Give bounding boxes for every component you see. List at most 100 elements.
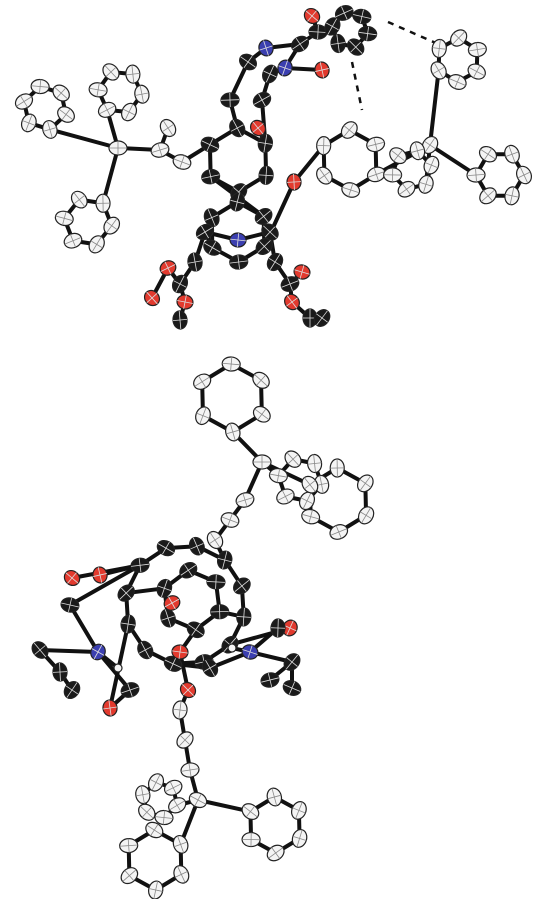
carbon-atom: [260, 672, 280, 688]
nitrogen-atom: [277, 59, 293, 77]
phenyl-carbon-atom: [291, 828, 308, 848]
phenyl-carbon-atom: [431, 38, 447, 59]
phenyl-carbon-atom: [316, 136, 332, 156]
phenyl-carbon-atom: [467, 41, 487, 58]
carbon-atom: [130, 557, 150, 573]
carbon-atom: [171, 274, 189, 294]
carbon-atom: [186, 621, 205, 639]
phenyl-carbon-atom: [241, 831, 261, 848]
phenyl-carbon-atom: [316, 166, 333, 185]
phenyl-carbon-atom: [119, 838, 139, 854]
phenyl-carbon-atom: [195, 406, 211, 426]
oxygen-atom: [92, 566, 108, 584]
carbon-atom: [257, 133, 273, 153]
phenyl-carbon-atom: [206, 530, 224, 550]
phenyl-carbon-atom: [30, 78, 50, 95]
top-hydrogen-bond-contact: [350, 61, 364, 111]
phenyl-carbon-atom: [95, 193, 111, 213]
phenyl-carbon-atom: [450, 29, 468, 47]
phenyl-carbon-atom: [193, 373, 212, 390]
oxygen-atom: [63, 569, 81, 587]
phenyl-carbon-atom: [150, 142, 170, 158]
oxygen-atom: [249, 119, 267, 137]
phenyl-carbon-atom: [306, 453, 323, 474]
phenyl-carbon-atom: [125, 64, 141, 84]
phenyl-carbon-atom: [516, 165, 532, 185]
carbon-atom: [330, 33, 346, 54]
phenyl-carbon-atom: [88, 235, 105, 254]
top-hydrogen-bond-contact: [387, 20, 439, 46]
bottom-bond: [68, 603, 100, 654]
carbon-atom: [60, 597, 80, 613]
carbon-atom: [290, 35, 310, 53]
phenyl-carbon-atom: [188, 791, 208, 809]
phenyl-carbon-atom: [252, 405, 271, 423]
top-molecule-panel: [14, 4, 532, 330]
phenyl-carbon-atom: [266, 787, 283, 807]
top-bond: [47, 127, 120, 150]
carbon-atom: [255, 237, 274, 256]
phenyl-carbon-atom: [102, 63, 120, 81]
phenyl-carbon-atom: [52, 84, 70, 102]
carbon-atom: [120, 614, 136, 634]
oxygen-atom: [293, 264, 311, 280]
phenyl-carbon-atom: [409, 141, 426, 161]
carbon-atom: [282, 680, 302, 696]
phenyl-carbon-atom: [357, 506, 375, 525]
oxygen-atom: [284, 293, 300, 311]
phenyl-carbon-atom: [423, 155, 440, 175]
hydrogen-atom: [227, 643, 237, 653]
carbon-atom: [262, 64, 278, 84]
phenyl-carbon-atom: [504, 186, 520, 206]
carbon-atom: [52, 662, 68, 682]
phenyl-carbon-atom: [448, 74, 467, 90]
phenyl-carbon-atom: [221, 356, 241, 372]
carbon-atom: [137, 640, 154, 660]
carbon-atom: [160, 608, 176, 628]
phenyl-carbon-atom: [252, 371, 270, 389]
carbon-atom: [261, 223, 279, 241]
carbon-atom: [187, 252, 203, 272]
nitrogen-atom: [241, 644, 259, 660]
phenyl-carbon-atom: [135, 785, 151, 805]
top-bond: [101, 146, 120, 206]
bottom-bond: [38, 648, 100, 654]
phenyl-carbon-atom: [57, 106, 75, 123]
carbon-atom: [313, 309, 331, 327]
carbon-atom: [347, 38, 365, 56]
phenyl-carbon-atom: [172, 154, 192, 170]
nitrogen-atom: [229, 232, 247, 248]
oxygen-atom: [314, 61, 330, 79]
oxygen-atom: [303, 7, 321, 25]
phenyl-carbon-atom: [172, 835, 189, 854]
phenyl-carbon-atom: [14, 93, 34, 110]
bottom-molecule-panel: [31, 356, 375, 899]
phenyl-carbon-atom: [329, 458, 345, 478]
oxygen-atom: [171, 644, 189, 660]
carbon-atom: [117, 584, 135, 602]
nitrogen-atom: [90, 643, 106, 661]
carbon-atom: [156, 539, 176, 557]
carbon-atom: [233, 577, 251, 595]
carbon-atom: [308, 24, 328, 40]
carbon-atom: [239, 53, 257, 71]
oxygen-atom: [143, 289, 161, 307]
carbon-atom: [220, 92, 240, 108]
phenyl-carbon-atom: [134, 84, 150, 104]
phenyl-carbon-atom: [220, 512, 240, 528]
carbon-atom: [210, 604, 230, 620]
phenyl-carbon-atom: [168, 797, 187, 814]
phenyl-carbon-atom: [70, 190, 88, 209]
carbon-atom: [31, 641, 49, 659]
carbon-atom: [266, 252, 284, 272]
carbon-atom: [203, 208, 220, 227]
phenyl-carbon-atom: [145, 821, 164, 839]
carbon-atom: [195, 223, 215, 241]
phenyl-carbon-atom: [356, 474, 374, 493]
phenyl-carbon-atom: [120, 867, 139, 885]
phenyl-carbon-atom: [467, 63, 486, 80]
phenyl-carbon-atom: [163, 779, 183, 796]
carbon-atom: [229, 118, 246, 138]
phenyl-carbon-atom: [147, 773, 165, 792]
